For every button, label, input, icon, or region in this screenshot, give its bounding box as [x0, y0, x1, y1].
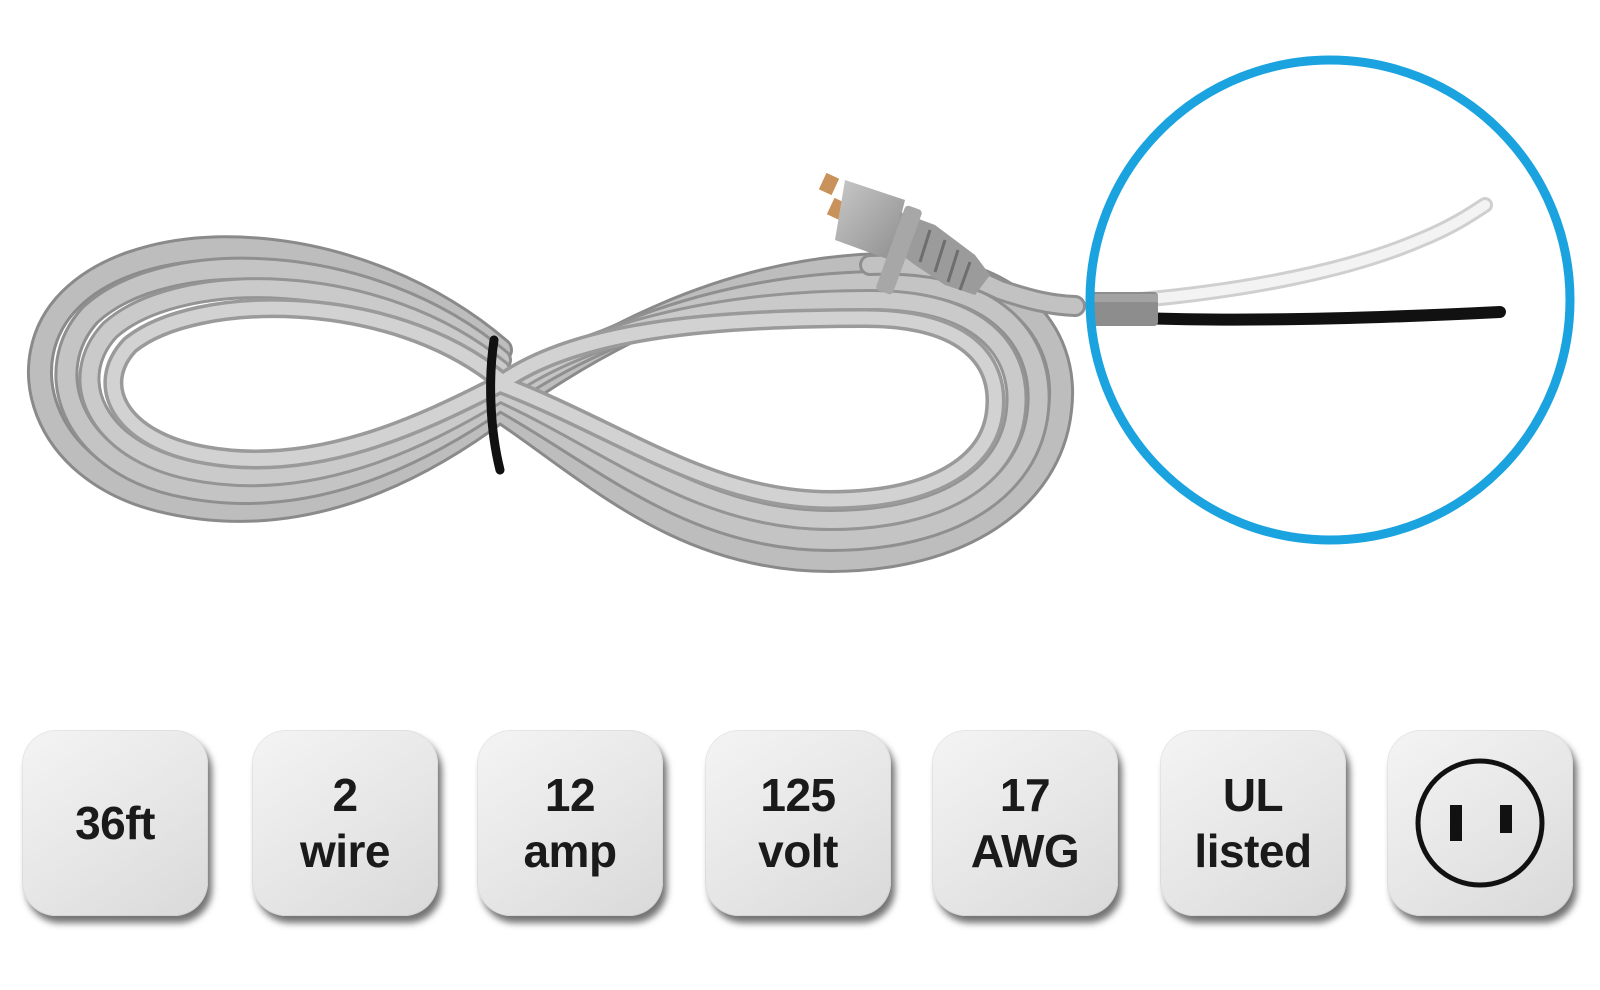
spec-ul-text: UL listed: [1194, 767, 1312, 879]
spec-volt-text: 125 volt: [758, 767, 838, 879]
spec-tile-wire: 2 wire: [252, 730, 438, 916]
spec-length-text: 36ft: [75, 795, 155, 851]
wire-end-callout: [1085, 55, 1575, 545]
spec-tiles: 36ft 2 wire 12 amp 125 volt 17 AWG UL li…: [0, 730, 1600, 930]
spec-tile-ul: UL listed: [1160, 730, 1346, 916]
spec-tile-volt: 125 volt: [705, 730, 891, 916]
spec-gauge-unit: AWG: [970, 825, 1080, 877]
spec-volt-value: 125: [760, 769, 836, 821]
spec-tile-gauge: 17 AWG: [932, 730, 1118, 916]
spec-ul-value: UL: [1222, 769, 1284, 821]
zip-tie: [486, 335, 505, 475]
spec-tile-amp: 12 amp: [477, 730, 663, 916]
spec-volt-unit: volt: [758, 825, 838, 877]
spec-amp-unit: amp: [523, 825, 617, 877]
spec-amp-text: 12 amp: [523, 767, 617, 879]
spec-tile-length: 36ft: [22, 730, 208, 916]
coiled-cord: [27, 235, 1086, 574]
plug: [818, 172, 990, 295]
spec-length-value: 36ft: [75, 797, 155, 849]
spec-gauge-value: 17: [999, 769, 1051, 821]
spec-amp-value: 12: [544, 769, 596, 821]
spec-wire-value: 2: [332, 769, 358, 821]
product-photo: [27, 55, 1575, 574]
spec-gauge-text: 17 AWG: [970, 767, 1080, 879]
spec-ul-unit: listed: [1194, 825, 1312, 877]
two-prong-outlet-icon: [1415, 758, 1545, 888]
spec-tile-plug-type: [1387, 730, 1573, 916]
spec-wire-unit: wire: [299, 825, 391, 877]
spec-wire-text: 2 wire: [299, 767, 391, 879]
